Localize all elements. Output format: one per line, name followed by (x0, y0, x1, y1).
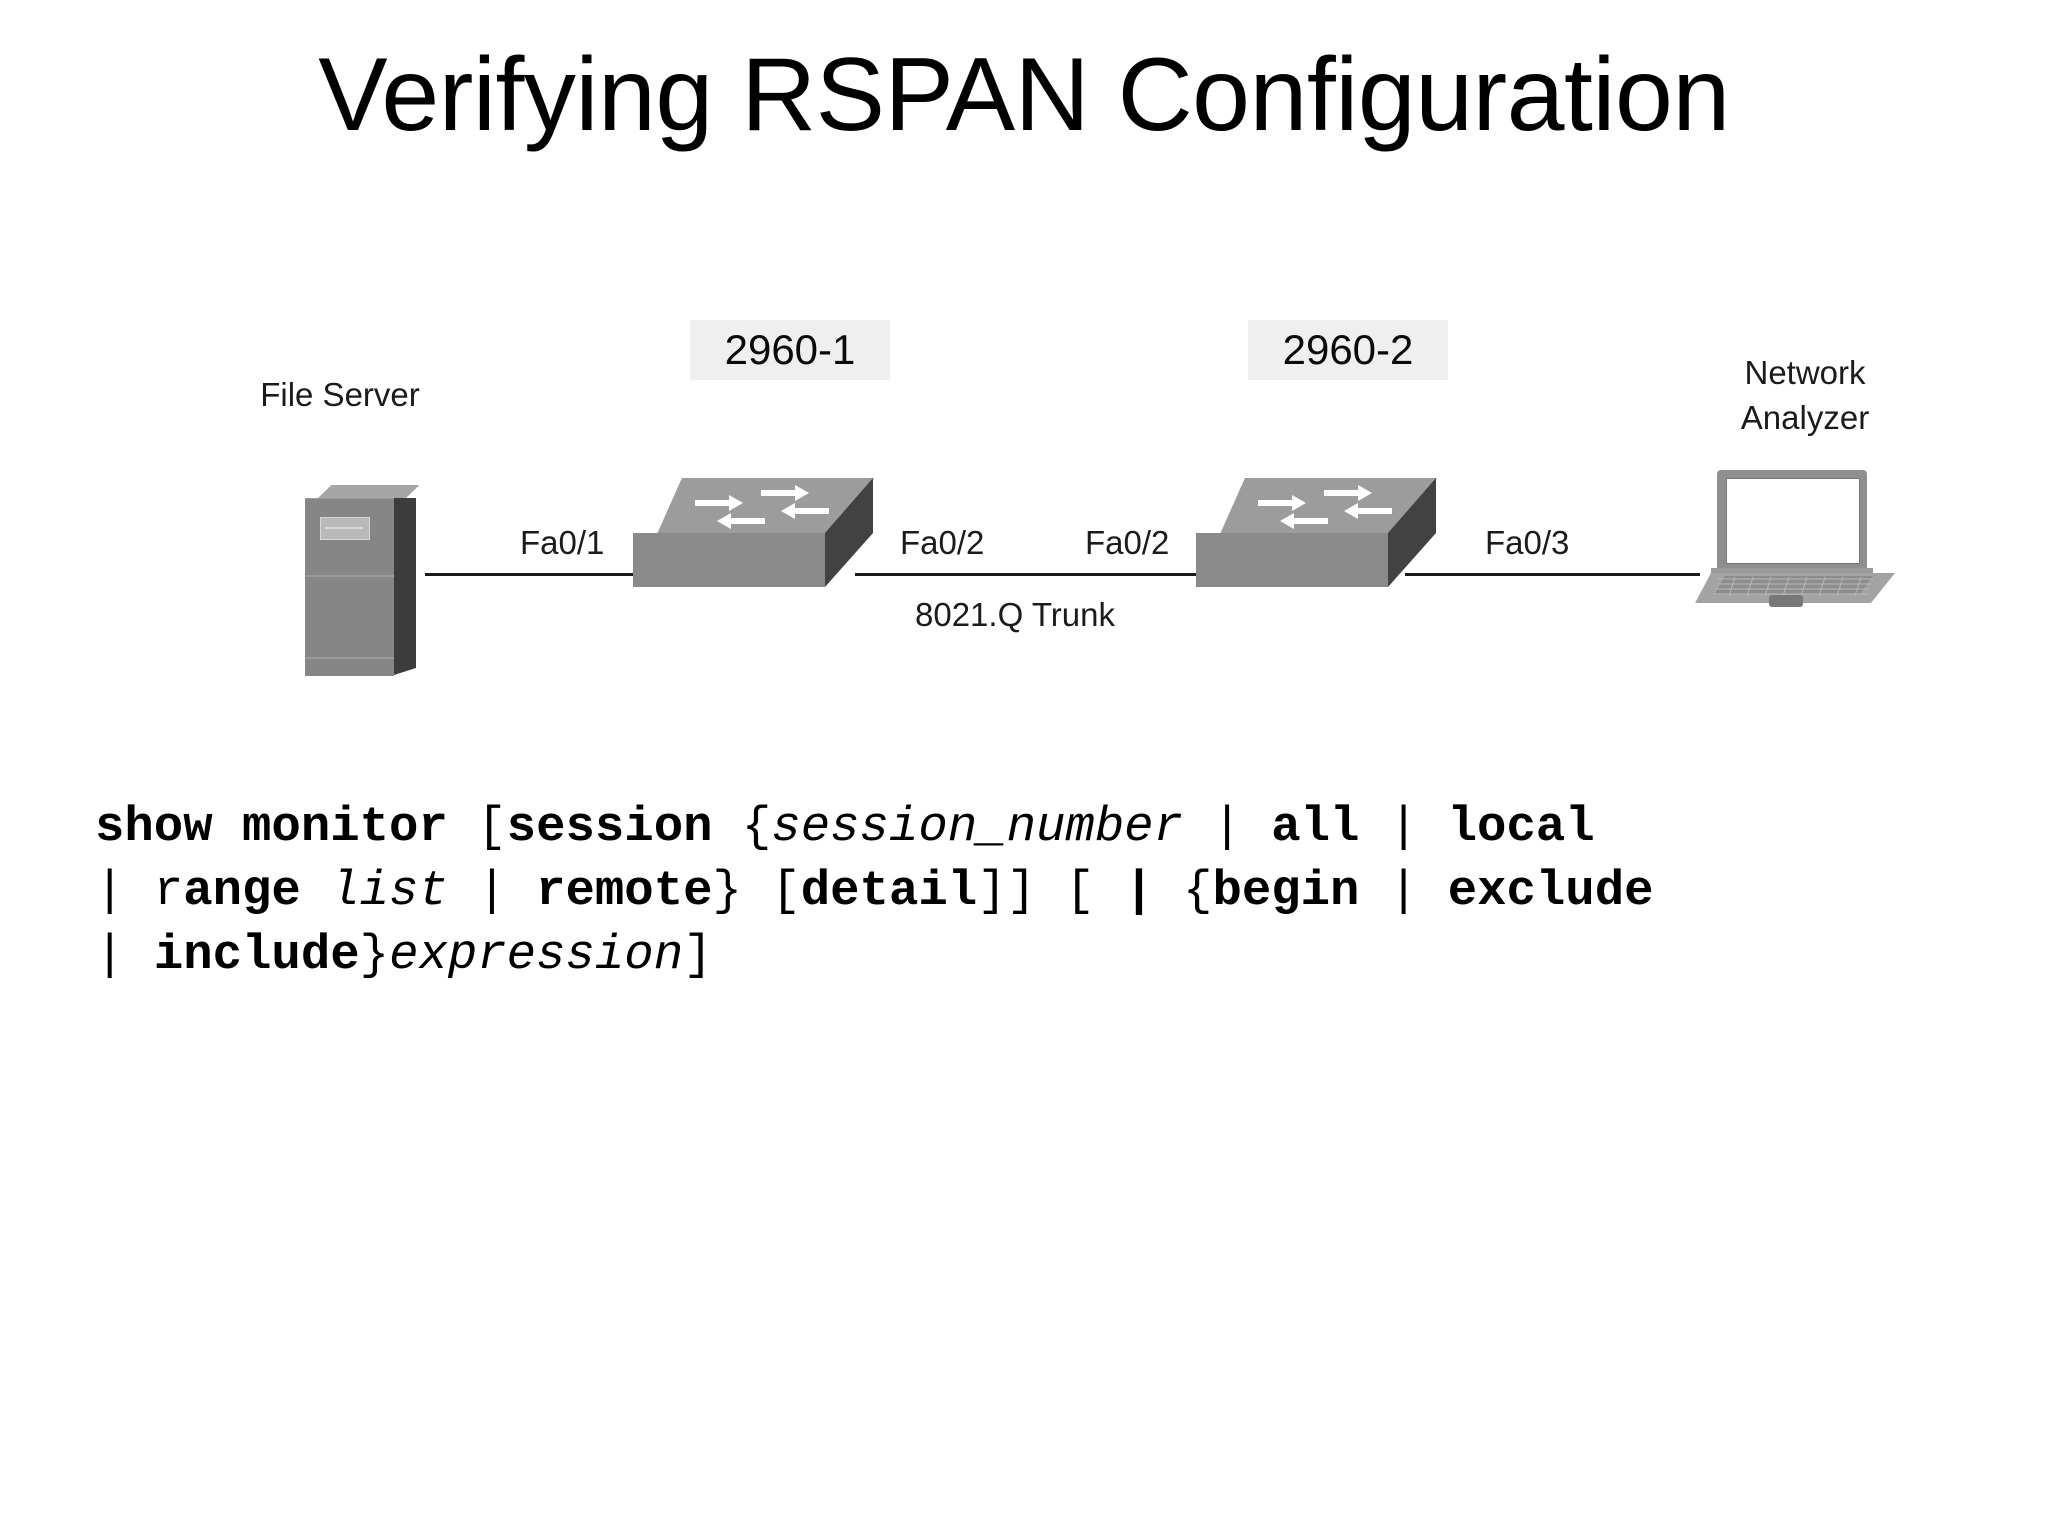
command-syntax-token: | (95, 863, 154, 919)
command-syntax-token: exclude (1447, 863, 1654, 919)
command-syntax-token: | (447, 863, 537, 919)
switch-icon-2960-2 (1196, 478, 1437, 594)
command-syntax-token: ]] [ (977, 863, 1125, 919)
node-label-network-analyzer-line2: Analyzer (1740, 399, 1870, 436)
command-syntax-token: show monitor (95, 799, 478, 855)
command-syntax-token: r (153, 863, 184, 919)
switch-arrows-icon (695, 485, 829, 529)
interface-label-fa0-1: Fa0/1 (520, 524, 605, 561)
command-syntax-token: | (1359, 799, 1448, 855)
node-label-network-analyzer-line1: Network (1744, 354, 1866, 391)
laptop-icon (1695, 470, 1895, 620)
command-syntax-token: } (359, 927, 390, 983)
command-syntax-token: session_number (771, 799, 1183, 855)
switch-arrows-icon (1258, 485, 1392, 529)
command-syntax-token: | (1183, 799, 1272, 855)
command-syntax-token: | (95, 927, 154, 983)
server-tower-icon (305, 485, 421, 676)
node-label-switch-2960-1: 2960-1 (690, 320, 890, 380)
network-topology-diagram: File Server Fa0/1 2960-1 Fa0/2 Fa0/2 802… (0, 320, 2048, 700)
command-syntax-token (301, 863, 330, 919)
page-title: Verifying RSPAN Configuration (318, 37, 1730, 153)
command-syntax-line: | range list | remote} [detail]] [ | {be… (95, 859, 1975, 923)
command-syntax-token: begin (1212, 863, 1360, 919)
command-syntax-token: all (1271, 799, 1360, 855)
link-annotation-trunk: 8021.Q Trunk (915, 596, 1115, 633)
command-syntax-token: ] (683, 927, 713, 983)
command-syntax-line: show monitor [session {session_number | … (95, 795, 1975, 859)
node-label-file-server: File Server (260, 376, 420, 413)
command-syntax-token: session (506, 799, 713, 855)
command-syntax-token: list (330, 863, 448, 919)
command-syntax-token: ange (183, 863, 301, 919)
command-syntax-token: } [ (712, 863, 801, 919)
laptop-keyboard-icon (1713, 576, 1873, 597)
command-syntax-token: [ (477, 799, 507, 855)
command-syntax-token: remote (536, 863, 713, 919)
interface-label-fa0-2-left: Fa0/2 (900, 524, 985, 561)
command-syntax-token: | (1359, 863, 1448, 919)
command-syntax-token: local (1447, 799, 1595, 855)
command-syntax-token: detail (800, 863, 978, 919)
command-syntax-token: expression (389, 927, 684, 983)
command-syntax-token: { (1153, 863, 1213, 919)
command-syntax-token: | (1124, 863, 1154, 919)
link-switch2-to-analyzer (1405, 573, 1700, 576)
link-server-to-switch1 (425, 573, 650, 576)
command-syntax-line: | include}expression] (95, 923, 1975, 987)
interface-label-fa0-2-right: Fa0/2 (1085, 524, 1170, 561)
switch-icon-2960-1 (633, 478, 874, 594)
node-label-switch-2960-2: 2960-2 (1248, 320, 1448, 380)
command-syntax-token: include (153, 927, 360, 983)
command-syntax-token: { (712, 799, 772, 855)
interface-label-fa0-3: Fa0/3 (1485, 524, 1570, 561)
command-syntax-block: show monitor [session {session_number | … (95, 795, 1975, 987)
link-switch1-to-switch2 (855, 573, 1200, 576)
